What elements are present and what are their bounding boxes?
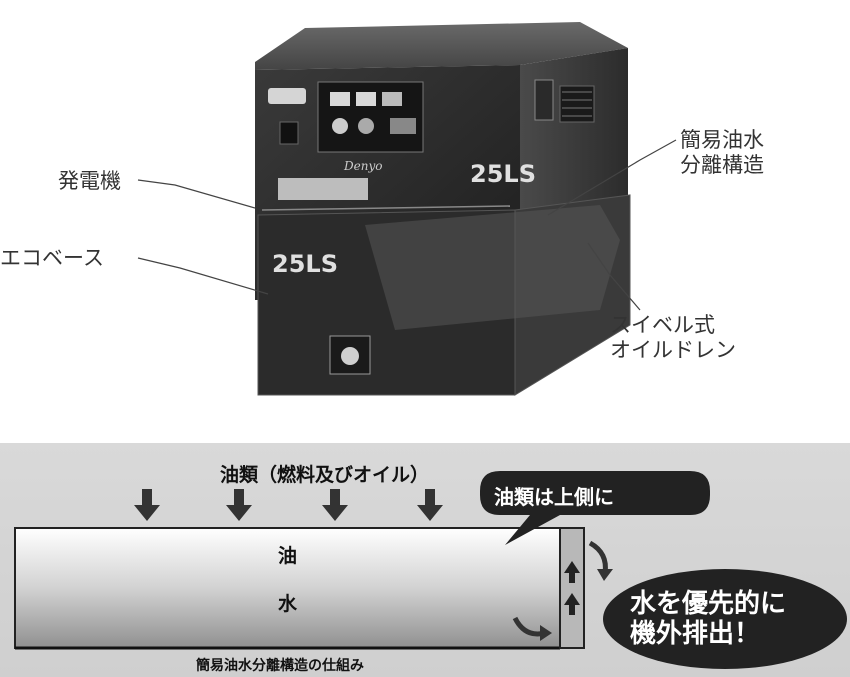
up-arrow-icon bbox=[564, 593, 580, 615]
tank bbox=[14, 527, 561, 649]
ecobase-model-label: 25LS bbox=[272, 250, 338, 278]
down-arrow-icon bbox=[226, 489, 252, 521]
oil-types-label: 油類（燃料及びオイル） bbox=[220, 464, 430, 486]
speech-bubble-right bbox=[603, 569, 847, 669]
badge-small bbox=[268, 88, 306, 104]
label-drain: スイベル式 オイルドレン bbox=[610, 313, 736, 363]
label-separator: 簡易油水 分離構造 bbox=[680, 128, 764, 178]
up-arrow-icon bbox=[564, 561, 580, 583]
ecobase-tray bbox=[365, 205, 620, 330]
warning-sticker bbox=[278, 178, 368, 200]
separator-leader-line bbox=[547, 139, 677, 216]
side-model-label: 25LS bbox=[470, 160, 536, 188]
diagram-caption: 簡易油水分離構造の仕組み bbox=[196, 658, 364, 674]
generator-photo: Denyo 25LS 25LS bbox=[137, 22, 677, 396]
label-generator: 発電機 bbox=[58, 169, 121, 193]
label-ecobase: エコベース bbox=[0, 246, 104, 270]
bubble-right-text: 水を優先的に 機外排出！ bbox=[630, 589, 787, 649]
speech-bubble-top bbox=[480, 471, 710, 545]
switch-box bbox=[279, 121, 299, 145]
oil-water-separation-diagram bbox=[0, 443, 850, 677]
generator-leader-line bbox=[137, 179, 256, 209]
down-arrow-icon bbox=[134, 489, 160, 521]
drain-leader-line bbox=[587, 242, 641, 311]
generator-top bbox=[255, 22, 628, 70]
down-arrow-icon bbox=[417, 489, 443, 521]
water-layer-label: 水 bbox=[278, 593, 298, 615]
oil-layer-label: 油 bbox=[278, 545, 298, 567]
panel-brand: Denyo bbox=[343, 159, 382, 173]
bubble-top-text: 油類は上側に bbox=[494, 485, 614, 509]
outlet-column bbox=[559, 527, 585, 649]
ecobase-leader-line bbox=[137, 257, 269, 295]
down-arrow-icon bbox=[322, 489, 348, 521]
